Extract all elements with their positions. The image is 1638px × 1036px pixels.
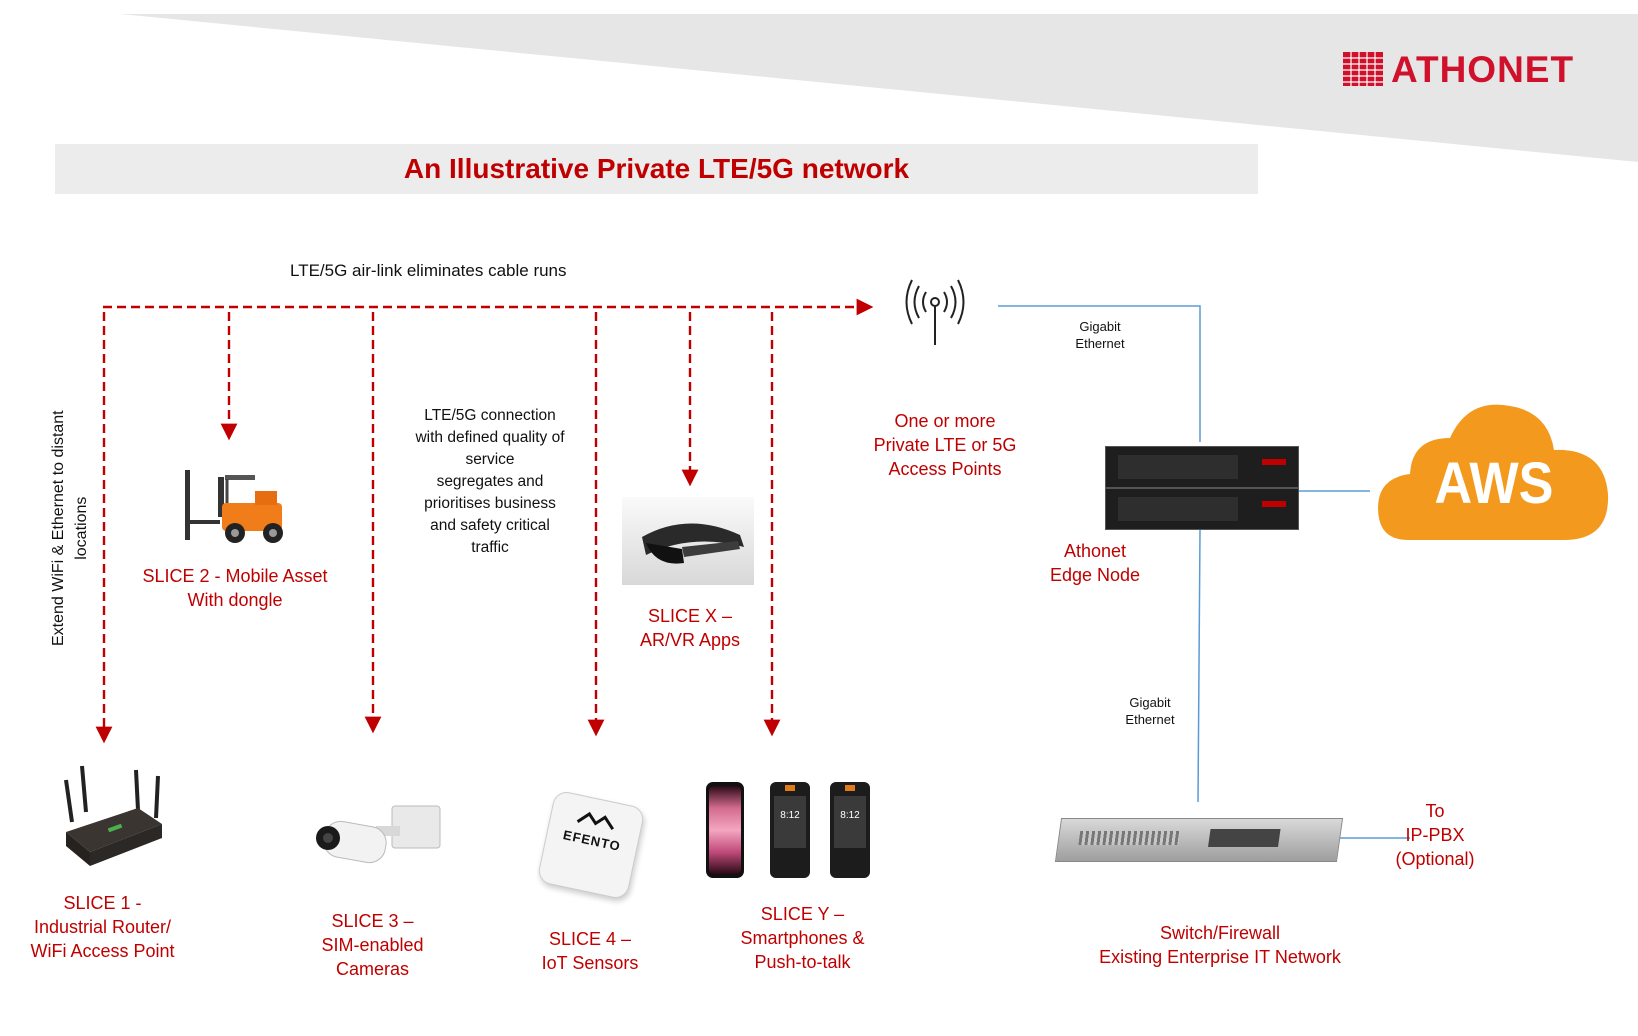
- logo-text: ATHONET: [1391, 49, 1575, 90]
- diagram-title: An Illustrative Private LTE/5G network: [403, 153, 910, 184]
- gigabit-ethernet-bottom: Gigabit Ethernet: [1125, 695, 1175, 728]
- link-ap-to-edge: [998, 305, 1201, 442]
- sensor-icon: EFENTO: [536, 789, 646, 901]
- camera-icon: [316, 805, 441, 864]
- slice2-label: SLICE 2 - Mobile Asset With dongle: [142, 566, 328, 610]
- forklift-icon: [185, 470, 283, 543]
- sliceY-label: SLICE Y – Smartphones & Push-to-talk: [740, 904, 865, 972]
- airlink-label: LTE/5G air-link eliminates cable runs: [290, 261, 567, 280]
- ptt-phone-1: 8:12: [770, 782, 810, 878]
- edge-node-label: Athonet Edge Node: [1049, 541, 1141, 585]
- aws-label: AWS: [1434, 451, 1554, 516]
- slice1-label: SLICE 1 - Industrial Router/ WiFi Access…: [30, 893, 175, 961]
- airlink-dashed-lines: [95, 298, 874, 744]
- logo-mark-icon: [1343, 52, 1383, 86]
- access-points-label: One or more Private LTE or 5G Access Poi…: [873, 411, 1017, 479]
- gigabit-ethernet-top: Gigabit Ethernet: [1075, 319, 1125, 352]
- edge-node-unit-bottom: [1105, 488, 1299, 530]
- aws-cloud: AWS: [1378, 398, 1610, 546]
- ptt-phone-2-screen: 8:12: [834, 796, 866, 848]
- headset-icon: [642, 523, 744, 564]
- ptt-phone-1-screen: 8:12: [774, 796, 806, 848]
- edge-node-icon: [1105, 446, 1299, 530]
- ethernet-links: [998, 305, 1410, 839]
- title-bar: An Illustrative Private LTE/5G network: [55, 144, 1258, 194]
- aws-cloud-icon: [1378, 404, 1609, 540]
- link-edge-to-switch: [1197, 529, 1201, 803]
- athonet-logo: ATHONET: [1343, 50, 1613, 90]
- router-icon: [64, 765, 162, 866]
- extend-wifi-label: Extend WiFi & Ethernet to distant locati…: [49, 410, 90, 647]
- slice4-label: SLICE 4 – IoT Sensors: [541, 929, 639, 973]
- sliceX-label: SLICE X – AR/VR Apps: [639, 606, 741, 650]
- qos-note: LTE/5G connection with defined quality o…: [415, 407, 565, 556]
- ippbx-label: To IP-PBX (Optional): [1395, 801, 1475, 869]
- sensor-logo-icon: [576, 811, 615, 830]
- switch-icon: [1054, 818, 1344, 862]
- sensor-brand: EFENTO: [561, 827, 623, 855]
- ptt-phone-2: 8:12: [830, 782, 870, 878]
- smartphone-group: 8:12 8:12: [706, 782, 876, 882]
- slice3-label: SLICE 3 – SIM-enabled Cameras: [321, 911, 424, 979]
- headset-image: [622, 497, 754, 585]
- switch-label: Switch/Firewall Existing Enterprise IT N…: [1099, 923, 1341, 967]
- antenna-icon: [905, 279, 965, 345]
- smartphone-icon: [706, 782, 744, 878]
- edge-node-unit-top: [1105, 446, 1299, 488]
